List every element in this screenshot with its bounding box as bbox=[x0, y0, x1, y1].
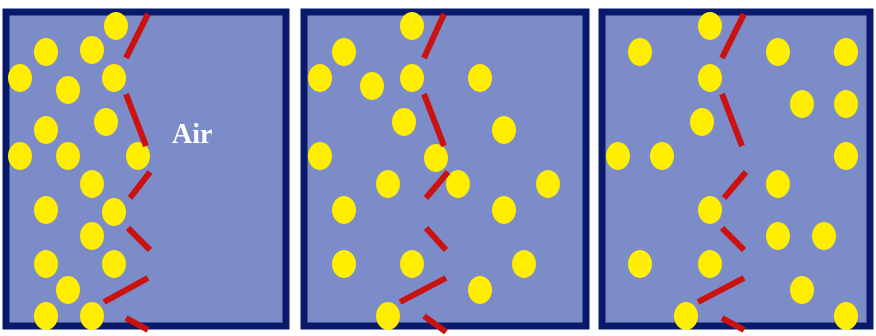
particle bbox=[56, 76, 80, 104]
particle bbox=[34, 302, 58, 330]
panel-1 bbox=[6, 12, 286, 330]
particle bbox=[104, 12, 128, 40]
particle bbox=[8, 64, 32, 92]
particle bbox=[766, 222, 790, 250]
particle bbox=[790, 276, 814, 304]
particle bbox=[690, 108, 714, 136]
particle bbox=[628, 250, 652, 278]
particle bbox=[834, 90, 858, 118]
particle bbox=[8, 142, 32, 170]
particle bbox=[80, 170, 104, 198]
particle bbox=[308, 142, 332, 170]
particle bbox=[308, 64, 332, 92]
particle bbox=[94, 108, 118, 136]
particle bbox=[834, 38, 858, 66]
particle bbox=[392, 108, 416, 136]
particle bbox=[34, 38, 58, 66]
particle bbox=[834, 302, 858, 330]
particle bbox=[424, 144, 448, 172]
particle bbox=[698, 12, 722, 40]
particle bbox=[376, 302, 400, 330]
particle bbox=[400, 64, 424, 92]
particle bbox=[674, 302, 698, 330]
particle bbox=[834, 142, 858, 170]
particle bbox=[400, 250, 424, 278]
particle bbox=[766, 170, 790, 198]
particle bbox=[400, 12, 424, 40]
particle bbox=[126, 142, 150, 170]
particle bbox=[332, 250, 356, 278]
particle bbox=[606, 142, 630, 170]
particle bbox=[766, 38, 790, 66]
particle bbox=[536, 170, 560, 198]
particle bbox=[468, 64, 492, 92]
particle bbox=[698, 250, 722, 278]
particle bbox=[34, 116, 58, 144]
particle bbox=[492, 116, 516, 144]
particle bbox=[332, 196, 356, 224]
particle bbox=[102, 64, 126, 92]
particle bbox=[102, 250, 126, 278]
particle bbox=[376, 170, 400, 198]
particle bbox=[80, 222, 104, 250]
particle bbox=[650, 142, 674, 170]
particle bbox=[80, 302, 104, 330]
particle bbox=[698, 196, 722, 224]
particle bbox=[468, 276, 492, 304]
particle bbox=[56, 276, 80, 304]
particle bbox=[34, 196, 58, 224]
particle bbox=[34, 250, 58, 278]
particle bbox=[790, 90, 814, 118]
particle bbox=[628, 38, 652, 66]
particle bbox=[332, 38, 356, 66]
panel-2 bbox=[304, 12, 586, 332]
particle bbox=[56, 142, 80, 170]
particle bbox=[812, 222, 836, 250]
particle bbox=[360, 72, 384, 100]
particle bbox=[102, 198, 126, 226]
particle bbox=[492, 196, 516, 224]
particle bbox=[80, 36, 104, 64]
particle bbox=[698, 64, 722, 92]
air-label: Air bbox=[172, 119, 212, 150]
particle bbox=[512, 250, 536, 278]
panel-3 bbox=[602, 12, 870, 330]
